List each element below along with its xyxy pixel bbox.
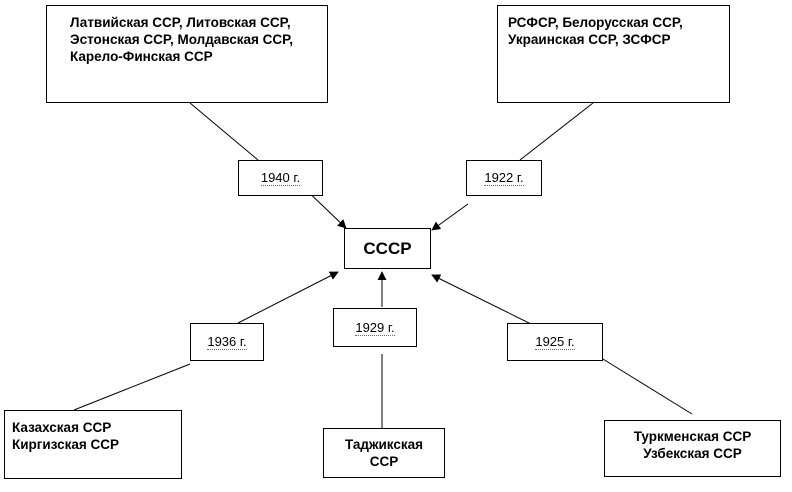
line-kazakh-lower	[73, 363, 191, 411]
republics-box-baltic: Латвийская ССР, Литовская ССР, Эстонская…	[46, 5, 328, 103]
arrow-1925	[431, 274, 534, 326]
year-box-1940: 1940 г.	[238, 160, 323, 196]
arrow-1936	[237, 271, 339, 324]
republics-label: Туркменская ССР Узбекская ССР	[633, 429, 752, 461]
arrow-1922	[431, 203, 469, 231]
year-box-1922: 1922 г.	[466, 160, 542, 196]
republics-box-turkmen: Туркменская ССР Узбекская ССР	[604, 420, 781, 477]
republics-label: РСФСР, Белорусская ССР, Украинская ССР, …	[508, 15, 683, 47]
year-label: 1925 г.	[535, 334, 575, 350]
year-label: 1940 г.	[260, 170, 301, 186]
year-label: 1936 г.	[207, 334, 247, 350]
line-turkmen-lower	[597, 355, 693, 415]
republics-box-tajik: Таджикская ССР	[323, 428, 445, 478]
ussr-box: СССР	[344, 228, 431, 269]
year-box-1929: 1929 г.	[333, 308, 417, 347]
year-label: 1929 г.	[355, 320, 395, 336]
republics-box-founders: РСФСР, Белорусская ССР, Украинская ССР, …	[497, 5, 730, 103]
year-label: 1922 г.	[484, 170, 524, 186]
republics-label: Казахская ССР Киргизская ССР	[12, 420, 119, 452]
line-founders-upper	[519, 102, 594, 161]
year-box-1925: 1925 г.	[507, 323, 603, 361]
republics-label: Таджикская ССР	[344, 437, 424, 469]
republics-box-kazakh: Казахская ССР Киргизская ССР	[4, 410, 182, 479]
year-box-1936: 1936 г.	[190, 323, 264, 361]
ussr-label: СССР	[363, 239, 412, 258]
republics-label: Латвийская ССР, Литовская ССР, Эстонская…	[70, 15, 294, 64]
line-baltic-upper	[189, 102, 259, 161]
